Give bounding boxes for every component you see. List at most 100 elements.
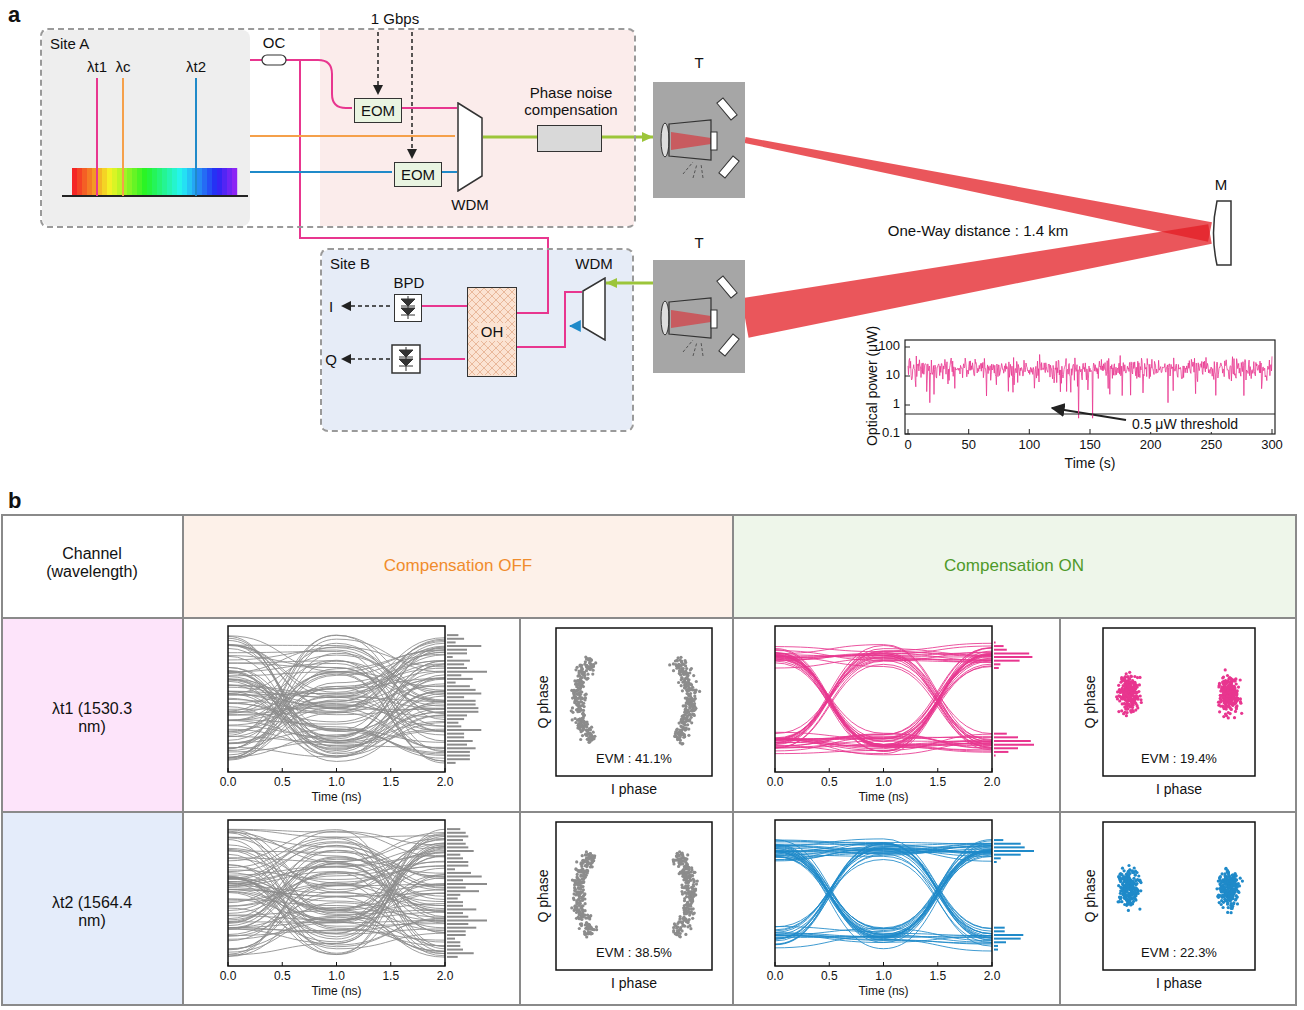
symbol-dot (691, 899, 694, 902)
symbol-dot (683, 686, 686, 689)
symbol-dot (578, 887, 581, 890)
histogram-bar (994, 857, 1001, 859)
constellation (556, 822, 712, 970)
symbol-dot (686, 888, 689, 891)
histogram-bar (447, 689, 476, 691)
symbol-dot (579, 907, 582, 910)
symbol-dot (1218, 710, 1221, 713)
spectrum-bar (72, 168, 77, 196)
symbol-dot (581, 717, 584, 720)
symbol-dot (686, 902, 689, 905)
symbol-dot (581, 895, 584, 898)
symbol-dot (698, 690, 701, 693)
symbol-dot (576, 703, 579, 706)
symbol-dot (575, 860, 578, 863)
histogram-bar (994, 854, 1021, 856)
symbol-dot (694, 707, 697, 710)
eye-trace (228, 648, 445, 702)
eye-trace (228, 847, 445, 875)
eye-frame (775, 626, 992, 772)
symbol-dot (1127, 685, 1130, 688)
symbol-dot (583, 705, 586, 708)
eye-trace (775, 661, 992, 745)
symbol-dot (1223, 692, 1226, 695)
symbol-dot (678, 850, 681, 853)
symbol-dot (1231, 690, 1234, 693)
eye-trace (775, 852, 992, 948)
eye-frame (228, 626, 445, 772)
site-b-ground (322, 250, 632, 430)
histogram-bar (447, 828, 460, 830)
histogram-bar (994, 941, 1006, 943)
symbol-dot (678, 918, 681, 921)
eye-trace (228, 672, 445, 757)
eye-trace (775, 739, 992, 755)
symbol-dot (685, 884, 688, 887)
eye-trace (775, 646, 992, 746)
symbol-dot (689, 874, 692, 877)
eye-trace (228, 650, 445, 732)
eye-trace (228, 850, 445, 940)
symbol-dot (685, 912, 688, 915)
symbol-dot (577, 718, 580, 721)
symbol-dot (584, 696, 587, 699)
histogram-bar (447, 879, 463, 881)
symbol-dot (589, 862, 592, 865)
histogram-bar (447, 678, 473, 680)
symbol-dot (674, 734, 677, 737)
histogram-bar (994, 747, 1018, 749)
symbol-dot (586, 677, 589, 680)
symbol-dot (582, 709, 585, 712)
histogram-bar (447, 747, 476, 749)
tick (228, 962, 229, 966)
symbol-dot (573, 886, 576, 889)
tick (992, 768, 993, 772)
eye-trace (775, 654, 992, 734)
symbol-dot (685, 871, 688, 874)
histogram-bar (994, 927, 1005, 929)
symbol-dot (578, 927, 581, 930)
histogram-bar (994, 744, 1034, 746)
symbol-dot (686, 853, 689, 856)
symbol-dot (693, 697, 696, 700)
symbol-dot (1222, 676, 1225, 679)
symbol-dot (1129, 675, 1132, 678)
symbol-dot (585, 720, 588, 723)
histogram-bar (447, 649, 467, 651)
symbol-dot (1228, 677, 1231, 680)
symbol-dot (679, 935, 682, 938)
symbol-dot (695, 883, 698, 886)
symbol-dot (593, 856, 596, 859)
histogram-bar (447, 868, 455, 870)
constellation (556, 628, 712, 776)
symbol-dot (586, 916, 589, 919)
symbol-dot (683, 865, 686, 868)
symbol-dot (688, 914, 691, 917)
symbol-dot (688, 718, 691, 721)
table-grid (2, 515, 1296, 1005)
histogram-bar (447, 703, 476, 705)
symbol-dot (1231, 697, 1234, 700)
symbol-dot (574, 699, 577, 702)
symbol-dot (1131, 692, 1134, 695)
symbol-dot (687, 734, 690, 737)
header-on (733, 515, 1296, 618)
eye-trace (228, 883, 445, 947)
symbol-dot (1240, 712, 1243, 715)
eye-trace (775, 851, 992, 939)
symbol-dot (574, 668, 577, 671)
eye-trace (775, 649, 992, 747)
symbol-dot (1125, 672, 1128, 675)
symbol-dot (684, 659, 687, 662)
eye-trace (775, 649, 992, 744)
histogram-bar (447, 638, 464, 640)
histogram-bar (994, 861, 997, 863)
eye-diagram (228, 626, 487, 772)
symbol-dot (576, 883, 579, 886)
symbol-dot (578, 687, 581, 690)
histogram-bar (994, 740, 1031, 742)
symbol-dot (692, 880, 695, 883)
spectrum-bar (207, 168, 212, 196)
symbol-dot (578, 917, 581, 920)
